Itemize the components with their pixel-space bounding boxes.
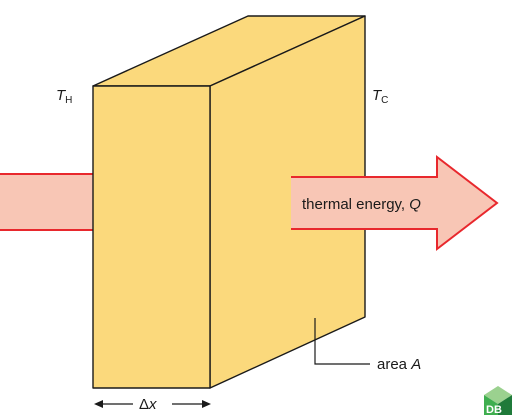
outgoing-heat-arrow: thermal energy, Q [291, 154, 499, 252]
slab [92, 15, 366, 389]
thickness-dimension: Δx [94, 396, 211, 413]
hot-temperature-label: TH [56, 87, 72, 106]
logo-letters: DB [486, 404, 502, 415]
thermal-energy-label: thermal energy, Q [302, 196, 421, 213]
logo-right-face [498, 395, 512, 415]
area-label: area A [377, 356, 421, 373]
cold-temperature-label: TC [372, 87, 388, 106]
thickness-right-arrowhead [202, 400, 211, 408]
outgoing-arrow-body [291, 157, 497, 249]
slab-front-face [92, 85, 211, 389]
incoming-arrow-body [0, 174, 96, 230]
area-callout: area A [314, 318, 421, 373]
thickness-label: Δx [139, 396, 157, 413]
area-leader-line [314, 318, 370, 365]
db-logo: DB [484, 386, 512, 416]
thickness-left-arrowhead [94, 400, 103, 408]
incoming-heat-arrow [0, 173, 96, 231]
outgoing-arrow-outline [291, 154, 499, 252]
logo-left-face [484, 395, 498, 415]
